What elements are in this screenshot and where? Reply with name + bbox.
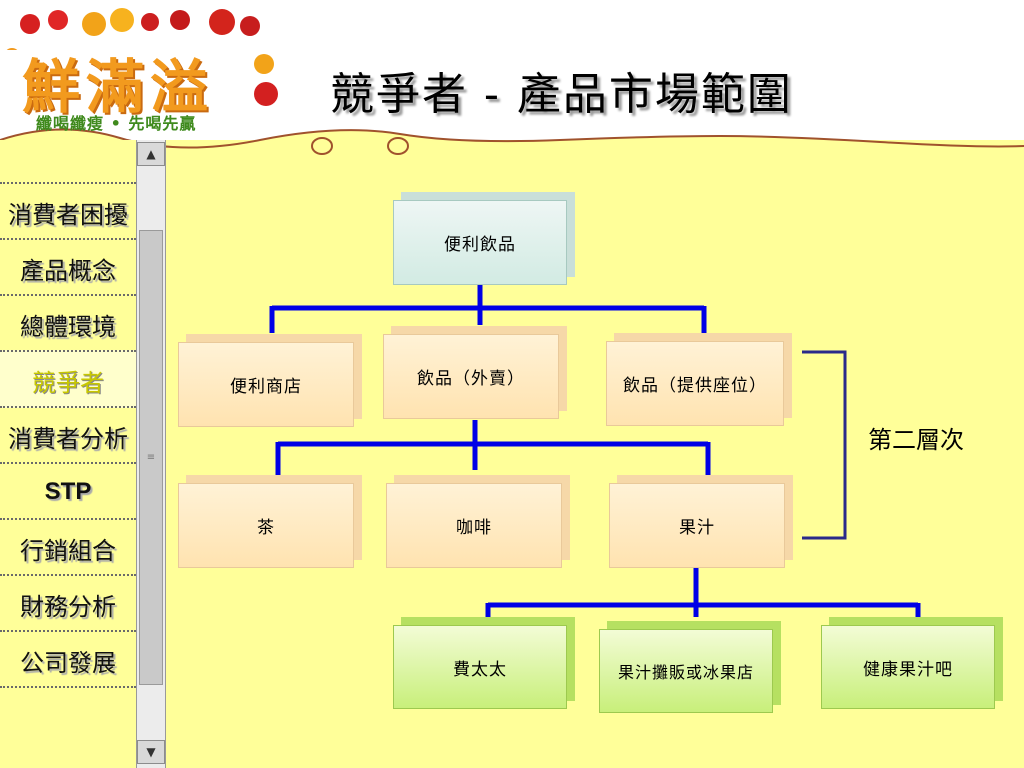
nav-item-competitors[interactable]: 競爭者 [0,350,136,408]
node-convenience-store: 便利商店 [178,342,354,427]
nav-item-macro-environment[interactable]: 總體環境 [0,294,136,352]
sidebar-scrollbar[interactable]: ▲ ≡ ▼ [136,140,166,768]
node-tea: 茶 [178,483,354,568]
node-seated-drinks: 飲品（提供座位） [606,341,784,426]
nav-item-financial-analysis[interactable]: 財務分析 [0,574,136,632]
chevron-down-icon: ▼ [146,745,156,759]
apple-icon [254,54,278,106]
nav-item-consumer-trouble[interactable]: 消費者困擾 [0,182,136,240]
nav-item-company-development[interactable]: 公司發展 [0,630,136,688]
nav-divider [0,686,136,688]
nav-item-stp[interactable]: STP [0,462,136,520]
level-bracket [802,350,847,540]
fruit-decoration-icon [6,8,260,50]
scroll-down-button[interactable]: ▼ [137,740,165,764]
chevron-up-icon: ▲ [146,147,156,161]
scroll-thumb[interactable]: ≡ [139,230,163,685]
bracket-label: 第二層次 [868,426,964,454]
logo-tagline: 纖喝纖瘦 • 先喝先贏 [36,114,197,133]
node-health-juice-bar: 健康果汁吧 [821,625,995,709]
node-coffee: 咖啡 [386,483,562,568]
node-mrs-fei: 費太太 [393,625,567,709]
nav-item-marketing-mix[interactable]: 行銷組合 [0,518,136,576]
grip-icon: ≡ [146,452,156,463]
node-juice: 果汁 [609,483,785,568]
logo-title: 鮮滿溢 [22,53,215,121]
nav-item-consumer-analysis[interactable]: 消費者分析 [0,406,136,464]
node-root: 便利飲品 [393,200,567,285]
node-takeout-drinks: 飲品（外賣） [383,334,559,419]
nav-item-product-concept[interactable]: 產品概念 [0,238,136,296]
node-juice-stall: 果汁攤販或冰果店 [599,629,773,713]
sidebar: 消費者困擾 產品概念 總體環境 競爭者 消費者分析 STP 行銷組合 財務分析 … [0,140,136,768]
page-title: 競爭者 - 產品市場範圍 [330,69,793,120]
scroll-up-button[interactable]: ▲ [137,142,165,166]
logo: 鮮滿溢 纖喝纖瘦 • 先喝先贏 [0,0,290,140]
